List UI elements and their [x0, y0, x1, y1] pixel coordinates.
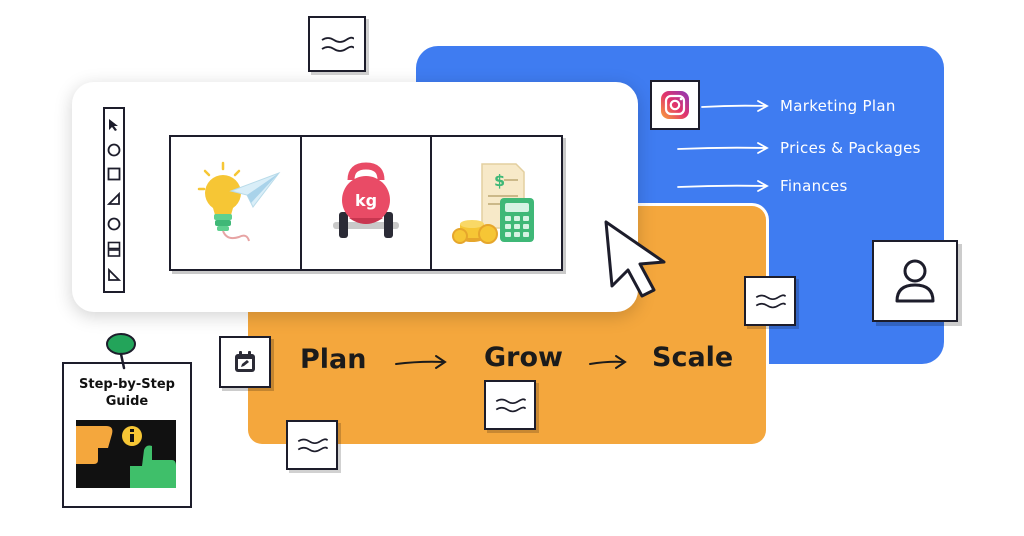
tile-kettlebell[interactable]: kg [302, 137, 433, 269]
square-tool-icon[interactable] [107, 167, 121, 181]
scribble-note [308, 16, 366, 72]
circle-tool-icon[interactable] [107, 217, 121, 231]
arrow-right-icon [589, 355, 627, 369]
arrow-right-icon [677, 180, 769, 192]
scribble-note [286, 420, 338, 470]
arrow-right-icon [395, 355, 447, 369]
arrow-right-icon [701, 100, 769, 112]
user-icon [895, 259, 935, 303]
tile-finance[interactable]: $ [432, 137, 561, 269]
calendar-edit-icon [235, 351, 255, 372]
scribble-lines-icon [297, 438, 328, 453]
design-canvas-card: kg $ [72, 82, 638, 312]
instagram-icon [661, 91, 689, 119]
cursor-arrow-icon [604, 220, 666, 298]
arrow-right-icon [677, 142, 769, 154]
step-by-step-guide-card[interactable]: Step-by-Step Guide [62, 362, 192, 508]
flow-link-label: Marketing Plan [780, 97, 896, 115]
kettlebell-icon: kg [333, 162, 399, 238]
tile-idea[interactable] [171, 137, 302, 269]
pushpin-icon [106, 333, 136, 370]
circle-tool-icon[interactable] [107, 143, 121, 157]
flow-link-label: Prices & Packages [780, 139, 921, 157]
triangle-tool-icon[interactable] [107, 191, 121, 206]
thumbs-feedback-icon [76, 426, 176, 488]
rectangle-tool-icon[interactable] [107, 241, 121, 257]
invoice-calculator-icon: $ [451, 163, 534, 244]
user-profile-note[interactable] [872, 240, 958, 322]
flow-link-label: Finances [780, 177, 848, 195]
instagram-note [650, 80, 700, 130]
scribble-lines-icon [495, 398, 526, 413]
scribble-lines-icon [755, 294, 786, 309]
lightbulb-paper-plane-icon [198, 161, 281, 242]
scribble-note [484, 380, 536, 430]
guide-title: Step-by-Step Guide [79, 377, 175, 409]
flow-link-finances[interactable]: Finances [676, 177, 848, 195]
step-grow: Grow [484, 342, 563, 373]
step-plan: Plan [300, 344, 367, 375]
shape-toolbar [103, 107, 125, 293]
step-scale: Scale [652, 342, 734, 373]
scribble-lines-icon [321, 36, 354, 52]
scribble-note [744, 276, 796, 326]
flow-link-prices-packages[interactable]: Prices & Packages [676, 139, 921, 157]
image-tiles: kg $ [169, 135, 563, 271]
guide-illustration [76, 420, 176, 488]
calendar-note [219, 336, 271, 388]
pointer-tool-icon[interactable] [108, 118, 120, 132]
dollar-sign: $ [494, 171, 505, 190]
triangle-tool-icon[interactable] [107, 267, 121, 282]
kg-label: kg [355, 191, 377, 210]
flow-link-marketing-plan[interactable]: Marketing Plan [700, 97, 896, 115]
